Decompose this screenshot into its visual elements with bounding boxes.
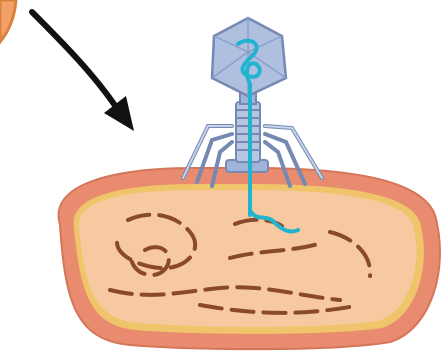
neighbor-cell-icon <box>0 0 16 42</box>
infection-arrow-icon <box>32 12 134 131</box>
